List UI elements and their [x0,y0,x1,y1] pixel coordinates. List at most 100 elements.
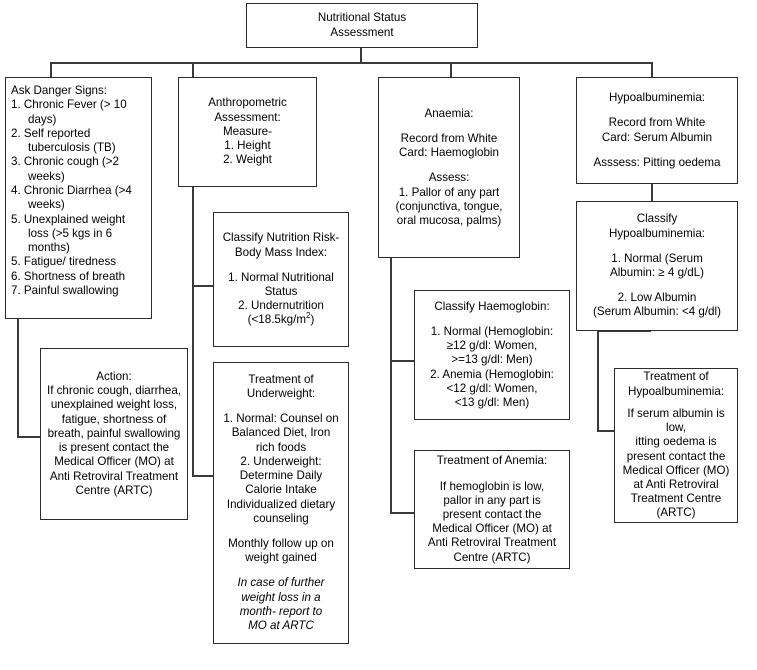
node-anaemia-record-b: Card: Haemoglobin [399,146,499,160]
node-hb-item1c: >=13 g/dl: Men) [451,353,533,367]
node-ta-body-e: Anti Retroviral Treatment [427,536,557,550]
node-tu-heading2: Underweight: [246,387,316,401]
list-item: 7. Painful swallowing [11,284,119,298]
connector-anthro-to-bmi [192,285,214,287]
node-classify-hb-text: Classify Haemoglobin: 1. Normal (Hemoglo… [415,296,569,414]
node-tu-followup-b: weight gained [245,551,317,565]
node-hypoalbuminemia-text: Hypoalbuminemia: Record from White Card:… [577,87,737,174]
node-th-body-d: Medical Officer (MO) [622,463,730,477]
connector-drop-danger [50,62,52,78]
spacer [384,160,514,171]
node-danger-signs[interactable]: Ask Danger Signs: 1. Chronic Fever (> 10… [5,77,152,319]
node-hb-item2b: <12 g/dl: Women, [446,381,538,395]
node-tu-note-b: weight loss in a [241,590,321,604]
node-tu-item2c: Calorie Intake [245,483,317,497]
node-ch-item1a: 1. Normal (Serum [611,251,703,265]
node-hb-item1b: ≥12 g/dl: Women, [446,339,538,353]
node-anaemia[interactable]: Anaemia: Record from White Card: Haemogl… [378,77,520,258]
node-hypoalbuminemia[interactable]: Hypoalbuminemia: Record from White Card:… [576,77,738,184]
spacer [420,469,564,480]
node-ch-item2a: 2. Low Albumin [617,291,697,305]
spacer [582,280,732,291]
node-classify-hypoalbuminemia[interactable]: Classify Hypoalbuminemia: 1. Normal (Ser… [576,201,738,331]
node-root-text: Nutritional Status Assessment [247,7,477,43]
node-anaemia-item1a: 1. Pallor of any part [398,185,500,199]
node-anthropometric-text: Anthropometric Assessment: Measure- 1. H… [179,92,316,171]
node-classify-bmi-item1b: Status [264,285,298,298]
node-ta-body-c: present contact the [442,507,542,521]
list-item: 2. Self reported tuberculosis (TB) [11,126,116,155]
connector-drop-anaemia [450,62,452,78]
node-anaemia-item1c: oral mucosa, palms) [396,214,502,227]
node-anthropometric-item1: 1. Height [224,139,271,153]
node-anaemia-heading: Anaemia: [424,106,474,120]
node-th-heading1: Treatment of [643,370,709,384]
node-th-body-e: at Anti Retroviral [633,477,719,491]
node-th-body-c: present contact the [626,449,726,463]
node-treatment-anemia[interactable]: Treatment of Anemia: If hemoglobin is lo… [414,450,570,569]
node-classify-bmi-item1a: 1. Normal Nutritional [228,270,334,284]
list-item: 5. Unexplained weight loss (>5 kgs in 6 … [11,212,126,255]
connector-anaemia-to-classify [390,360,415,362]
node-treatment-hypoalbuminemia[interactable]: Treatment of Hypoalbuminemia: If serum a… [614,368,738,523]
connector-drop-hypo [651,62,653,78]
connector-hypo-spine [597,330,599,431]
node-root-line2: Assessment [330,25,394,39]
connector-danger-to-action [17,436,40,438]
node-hb-item2a: 2. Anemia (Hemoglobin: [430,367,554,381]
node-classify-bmi[interactable]: Classify Nutrition Risk- Body Mass Index… [213,212,349,347]
node-anthropometric-line2: Assessment: [214,110,281,124]
node-tu-note-c: month- report to [239,604,323,618]
node-tu-item2d: Individualized dietary [226,497,336,511]
node-anthropometric[interactable]: Anthropometric Assessment: Measure- 1. H… [178,77,317,187]
node-treatment-underweight[interactable]: Treatment of Underweight: 1. Normal: Cou… [213,362,349,644]
node-hypo-record-b: Card: Serum Albumin [601,130,713,144]
connector-root-stem [360,47,362,63]
spacer [384,121,514,132]
bmi-unit-sup: 2 [306,311,311,321]
spacer [582,241,732,252]
node-ch-heading1: Classify [636,212,678,226]
list-item: 3. Chronic cough (>2 weeks) [11,155,119,183]
spacer [219,260,343,271]
node-tu-followup-a: Monthly follow up on [228,536,334,550]
node-tu-item1c: rich foods [255,440,307,454]
node-ta-body-a: If hemoglobin is low, [439,479,545,493]
node-ch-heading2: Hypoalbuminemia: [608,226,706,240]
node-anaemia-record-a: Record from White [400,131,498,145]
node-tu-heading1: Treatment of [248,372,314,386]
node-hypo-record-a: Record from White [608,116,706,130]
node-ch-item1b: Albumin: ≥ 4 g/dL) [609,266,704,279]
node-tu-item2b: Determine Daily [239,469,323,483]
node-ta-body-f: Centre (ARTC) [453,550,531,564]
node-classify-haemoglobin[interactable]: Classify Haemoglobin: 1. Normal (Hemoglo… [414,290,570,420]
node-classify-bmi-text: Classify Nutrition Risk- Body Mass Index… [214,227,348,331]
node-th-body-g: (ARTC) [656,506,696,520]
connector-anthro-spine [192,187,194,476]
node-th-body-f: Treatment Centre [630,492,722,506]
list-item: 5. Fatigue/ tiredness [11,255,117,269]
node-danger-action[interactable]: Action: If chronic cough, diarrhea, unex… [40,348,188,520]
node-anthropometric-line3: Measure- [223,124,272,138]
connector-anaemia-spine [390,258,392,513]
node-hb-heading: Classify Haemoglobin: [434,299,550,313]
node-tu-item2a: 2. Underweight: [240,454,322,468]
list-item: 6. Shortness of breath [11,269,126,283]
node-danger-signs-heading: Ask Danger Signs: [11,84,108,97]
node-classify-hypo-text: Classify Hypoalbuminemia: 1. Normal (Ser… [577,208,737,323]
node-root[interactable]: Nutritional Status Assessment [246,3,478,48]
node-treatment-hypo-text: Treatment of Hypoalbuminemia: If serum a… [615,366,737,524]
danger-signs-list: 1. Chronic Fever (> 10 days) 2. Self rep… [11,98,146,298]
node-anaemia-assess: Assess: [428,171,470,185]
node-th-heading2: Hypoalbuminemia: [627,384,725,398]
connector-anaemia-to-treatment [390,512,415,514]
node-tu-note-d: MO at ARTC [248,618,314,632]
node-ch-item2b: (Serum Albumin: <4 g/dl) [593,305,721,319]
node-hb-item2c: <13 g/dl: Men) [454,396,530,409]
connector-danger-spine [17,318,19,437]
node-anthropometric-item2: 2. Weight [223,153,272,167]
spacer [620,399,732,407]
node-ta-heading: Treatment of Anemia: [436,454,548,468]
node-danger-action-heading: Action: [96,370,132,384]
